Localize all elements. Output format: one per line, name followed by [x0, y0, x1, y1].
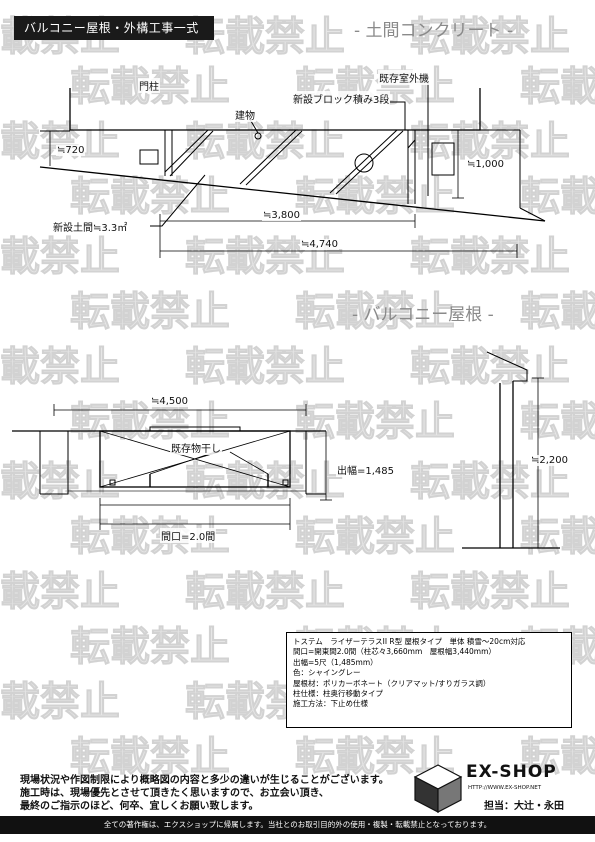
watermark-text: 転載禁止	[185, 119, 345, 165]
watermark-text: 転載禁止	[520, 289, 595, 335]
watermark-text: 転載禁止	[410, 459, 570, 505]
watermark-text: 転載禁止	[410, 119, 570, 165]
logo-url: HTTP://WWW.EX-SHOP.NET	[468, 785, 542, 791]
watermark-text: 転載禁止	[295, 399, 455, 445]
label-existing-outdoor-unit: 既存室外機	[378, 70, 430, 85]
watermark-text: 転載禁止	[520, 174, 595, 220]
watermark-text: 転載禁止	[70, 399, 230, 445]
section-title-balcony-roof: - バルコニー屋根 -	[352, 305, 494, 325]
watermark-text: 転載禁止	[0, 679, 120, 725]
watermark-text: 転載禁止	[70, 624, 230, 670]
label-height-720: ≒720	[56, 145, 86, 156]
spec-line: 柱仕様：柱奥行移動タイプ	[293, 689, 383, 699]
notice-text: 現場状況や作図制限により概略図の内容と多少の違いが生じることがございます。施工時…	[20, 774, 400, 813]
watermark-text: 転載禁止	[0, 234, 120, 280]
label-building: 建物	[234, 107, 256, 122]
notice-line: 現場状況や作図制限により概略図の内容と多少の違いが生じることがございます。	[20, 775, 389, 786]
watermark-text: 転載禁止	[70, 64, 230, 110]
label-width-4740: ≒4,740	[300, 239, 340, 250]
staff-in-charge: 担当：大辻・永田	[484, 801, 564, 812]
company-logo: EX-SHOP HTTP://WWW.EX-SHOP.NET 担当：大辻・永田	[410, 762, 580, 816]
watermark-text: 転載禁止	[520, 514, 595, 560]
watermark-text: 転載禁止	[185, 459, 345, 505]
logo-name: EX-SHOP	[466, 762, 557, 782]
watermark-text: 転載禁止	[185, 344, 345, 390]
spec-line: 間口=開東間2.0間（柱芯々3,660mm 屋根幅3,440mm）	[293, 647, 496, 657]
watermark-text: 転載禁止	[295, 514, 455, 560]
spec-line: 色：シャイングレー	[293, 668, 361, 678]
notice-line: 最終のご指示のほど、何卒、宜しくお願い致します。	[20, 801, 259, 812]
watermark-text: 転載禁止	[0, 569, 120, 615]
label-depth-1485: 出幅=1,485	[336, 462, 396, 477]
watermark-text: 転載禁止	[410, 569, 570, 615]
watermark-text: 転載禁止	[185, 569, 345, 615]
label-existing-clothes-dryer: 既存物干し	[170, 440, 222, 455]
watermark-text: 転載禁止	[70, 734, 230, 780]
watermark-text: 転載禁止	[0, 119, 120, 165]
watermark-text: 転載禁止	[70, 174, 230, 220]
label-new-concrete-area: 新設土間≒3.3㎡	[52, 219, 129, 234]
watermark-text: 転載禁止	[520, 64, 595, 110]
watermark-text: 転載禁止	[70, 289, 230, 335]
label-height-1000: ≒1,000	[466, 159, 506, 170]
copyright-footer: 全ての著作権は、エクスショップに帰属します。当社とのお取引目的外の使用・複製・転…	[0, 816, 595, 834]
label-gate-pillar: 門柱	[138, 78, 160, 93]
label-new-block: 新設ブロック積み3段	[292, 91, 391, 106]
label-width-3800: ≒3,800	[262, 210, 302, 221]
label-frontage: 間口=2.0間	[160, 528, 217, 543]
watermark-text: 転載禁止	[410, 234, 570, 280]
watermark-text: 転載禁止	[520, 399, 595, 445]
spec-line: 屋根材：ポリカーボネート（クリアマット/すりガラス調）	[293, 678, 491, 688]
watermark-text: 転載禁止	[295, 289, 455, 335]
watermark-text: 転載禁止	[410, 14, 570, 60]
spec-box: トステム ライザーテラスII R型 屋根タイプ 単体 積雪～20cm対応間口=開…	[286, 632, 572, 728]
label-width-4500: ≒4,500	[150, 396, 190, 407]
spec-line: 施工方法：下止め仕様	[293, 699, 368, 709]
spec-line: 出幅=5尺（1,485mm）	[293, 657, 378, 667]
watermark-text: 転載禁止	[520, 734, 595, 780]
spec-line: トステム ライザーテラスII R型 屋根タイプ 単体 積雪～20cm対応	[293, 637, 526, 646]
cube-logo-icon	[413, 764, 463, 813]
label-height-2200: ≒2,200	[530, 455, 570, 466]
watermark-text: 転載禁止	[410, 344, 570, 390]
watermark-text: 転載禁止	[0, 344, 120, 390]
notice-line: 施工時は、現場優先とさせて頂きたく思いますので、お立会い頂き、	[20, 788, 329, 799]
page-title: バルコニー屋根・外構工事一式	[14, 16, 214, 40]
section-title-concrete: - 土間コンクリート -	[354, 21, 514, 41]
